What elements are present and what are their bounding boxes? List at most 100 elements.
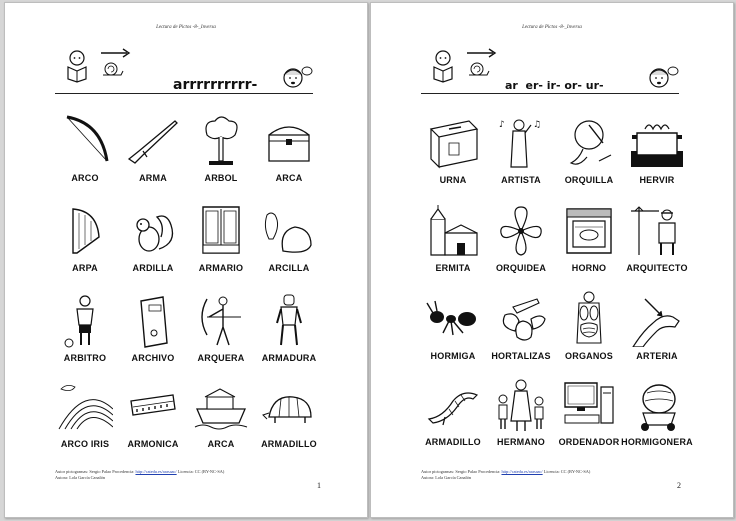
picture-label: ARMADILLO (261, 439, 317, 449)
worksheet-page-1: Lectura de Pictos -8-_Inversa arrrrrrrrr… (4, 2, 368, 518)
picture-label: ARCILLA (268, 263, 310, 273)
picture-label: ARBOL (204, 173, 238, 183)
armadillo-icon (261, 379, 317, 435)
picture-row: ARBITRO ARCHIVO ARQUERA ARMADURA (51, 293, 325, 373)
picture-card: ARCO (51, 113, 119, 193)
computer-icon (561, 377, 617, 433)
snail-arrow-icon (99, 47, 133, 79)
clay-icon (261, 203, 317, 259)
footer-author-text: Autora: Lola García Canalón (55, 475, 105, 480)
siblings-icon (493, 377, 549, 431)
page-number: 2 (677, 481, 681, 490)
organs-icon (561, 291, 617, 347)
worksheet-page-2: Lectura de Pictos -8-_Inversa ar er- ir-… (370, 2, 734, 518)
picture-label: ORQUIDEA (495, 263, 547, 273)
picture-card: ARMARIO (187, 203, 255, 283)
child-reading-icon (63, 49, 91, 83)
picture-row: ARCO IRIS ARMONICA ARCA ARMADILLO (51, 379, 325, 459)
picture-card: ARCHIVO (119, 293, 187, 373)
picture-card: ARCA (187, 379, 255, 459)
footer-license-text: Licencia: CC (BY-NC-SA) (542, 469, 591, 474)
svg-text:♫: ♫ (533, 120, 541, 130)
picture-card: ARMA (119, 113, 187, 193)
picture-label: HERVIR (639, 175, 675, 185)
picture-label: ARMADILLO (425, 437, 481, 447)
picture-row: ARCO ARMA ARBOL ARCA (51, 113, 325, 193)
picture-card: HORNO (555, 203, 623, 283)
picture-label: HORNO (571, 263, 607, 273)
page-footer: Autor pictogramas: Sergio Palao Proceden… (421, 469, 681, 481)
picture-label: ARCO (71, 173, 99, 183)
wardrobe-icon (193, 203, 249, 259)
picture-card: ERMITA (419, 203, 487, 283)
page-header-title: Lectura de Pictos -8-_Inversa (522, 25, 582, 30)
picture-label: ARCA (207, 439, 235, 449)
page-number: 1 (317, 481, 321, 490)
picture-card: ARTERIA (623, 291, 691, 371)
picture-label: ARMA (139, 173, 167, 183)
picture-label: ARCO IRIS (60, 439, 110, 449)
chapel-icon (425, 203, 481, 259)
chest-icon (261, 113, 317, 169)
footer-credit-text: Autor pictogramas: Sergio Palao Proceden… (55, 469, 136, 474)
picture-label: ARTERIA (636, 351, 678, 361)
ballot-box-icon (425, 115, 481, 171)
hairpin-icon (561, 115, 617, 171)
picture-card: ARBITRO (51, 293, 119, 373)
harp-icon (57, 203, 113, 259)
picture-card: ARCO IRIS (51, 379, 119, 459)
picture-row: ARMADILLO HERMANO ORDENADOR HORMIGONERA (419, 377, 693, 457)
armor-icon (261, 293, 317, 349)
orchid-icon (493, 203, 549, 259)
picture-card: ARCILLA (255, 203, 323, 283)
footer-link[interactable]: http://catedu.es/arasaac/ (135, 469, 177, 474)
picture-card: ARCA (255, 113, 323, 193)
footer-link[interactable]: http://catedu.es/arasaac/ (501, 469, 543, 474)
picture-label: ARBITRO (63, 353, 107, 363)
header-rule (55, 93, 313, 94)
harmonica-icon (125, 379, 181, 435)
picture-card: ARMONICA (119, 379, 187, 459)
referee-icon (57, 293, 113, 349)
picture-card: ORGANOS (555, 291, 623, 371)
picture-card: ARQUERA (187, 293, 255, 373)
picture-label: URNA (439, 175, 467, 185)
picture-card: ORQUIDEA (487, 203, 555, 283)
picture-label: ARPA (72, 263, 98, 273)
bow-icon (57, 113, 113, 169)
picture-card: ARMADILLO (419, 377, 487, 457)
svg-text:♪: ♪ (499, 120, 505, 130)
picture-label: ARTISTA (501, 175, 541, 185)
child-reading-icon (429, 49, 457, 83)
ant-icon (425, 291, 476, 347)
squirrel-icon (125, 203, 181, 259)
picture-label: ARMARIO (198, 263, 244, 273)
header-banner: ar er- ir- or- ur- (421, 43, 679, 99)
singer-icon: ♪♫ (499, 115, 541, 171)
rifle-icon (125, 113, 181, 169)
picture-card: ARDILLA (119, 203, 187, 283)
concrete-mixer-icon (641, 377, 685, 431)
binder-icon (125, 293, 181, 349)
artery-icon (629, 291, 685, 347)
picture-row: URNA ♪♫ ARTISTA ORQUILLA HERVIR (419, 115, 693, 195)
footer-credit-text: Autor pictogramas: Sergio Palao Proceden… (421, 469, 502, 474)
page-footer: Autor pictogramas: Sergio Palao Proceden… (55, 469, 315, 481)
picture-label: HORTALIZAS (491, 351, 551, 361)
oven-icon (561, 203, 617, 259)
picture-label: ERMITA (435, 263, 471, 273)
picture-row: ERMITA ORQUIDEA HORNO ARQUITECTO (419, 203, 693, 283)
rainbow-icon (57, 379, 113, 435)
header-banner: arrrrrrrrrr- (55, 43, 313, 99)
archer-icon (193, 293, 249, 349)
header-rule (421, 93, 679, 94)
picture-label: ORQUILLA (564, 175, 614, 185)
boiling-pot-icon (631, 115, 683, 167)
picture-label: ARMONICA (127, 439, 179, 449)
picture-card: ORDENADOR (555, 377, 623, 457)
picture-label: ORDENADOR (558, 437, 620, 447)
picture-card: HERVIR (623, 115, 691, 195)
picture-card: ARMADILLO (255, 379, 323, 459)
picture-card: ARBOL (187, 113, 255, 193)
architect-icon (629, 203, 685, 255)
